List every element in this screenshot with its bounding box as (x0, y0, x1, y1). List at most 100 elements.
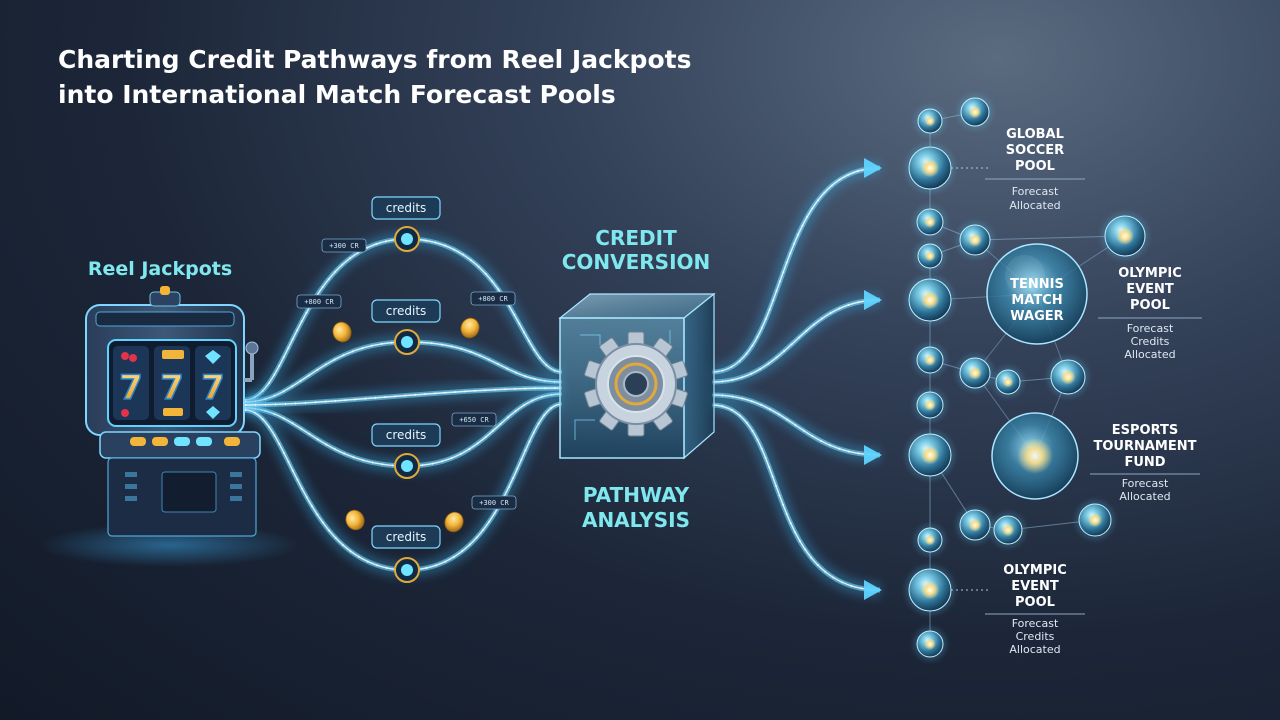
pool-title-line: EVENT (1126, 282, 1174, 297)
coins (332, 317, 480, 533)
center-top-line-1: CREDIT (595, 226, 677, 250)
orb-icon (913, 388, 947, 422)
orb-icon (914, 240, 946, 272)
reel-symbol-1: 7 (119, 368, 143, 408)
arrowhead-icon (864, 290, 882, 310)
center-bottom-line-1: PATHWAY (583, 483, 690, 507)
amount-tag-label: +300 CR (479, 499, 509, 507)
credit-chip-1: credits (371, 196, 441, 220)
pool-sub-line: Allocated (1119, 490, 1170, 503)
pool-title-line: TOURNAMENT (1094, 439, 1197, 454)
credit-stream (711, 398, 881, 597)
orb-icon (914, 524, 946, 556)
amount-tag-2: +800 CR (296, 294, 342, 309)
pool-sub-line: Forecast (1127, 322, 1174, 335)
amount-tag-4: +650 CR (451, 412, 497, 427)
pool-label-esports-tournament: ESPORTS TOURNAMENT FUND Forecast Allocat… (1090, 423, 1200, 503)
pool-title-line: POOL (1015, 595, 1055, 610)
pool-title-line: SOCCER (1006, 143, 1064, 158)
stream-spark-nodes (394, 226, 420, 583)
pool-sub-line: Credits (1131, 335, 1170, 348)
arrowhead-icon (864, 580, 882, 600)
spark-node-icon (394, 453, 420, 479)
amount-tag-label: +800 CR (304, 298, 334, 306)
credit-stream (711, 161, 881, 379)
pool-title-line: FUND (1124, 455, 1165, 470)
orb-icon (956, 221, 994, 259)
pool-title-line: ESPORTS (1112, 423, 1178, 438)
reel-jackpots-source: 7 7 7 Reel Jackpots (40, 258, 300, 567)
credit-chip-label: credits (386, 530, 427, 544)
pool-label-olympic-event-1: OLYMPIC EVENT POOL Forecast Credits Allo… (1098, 266, 1202, 361)
credit-chip-label: credits (386, 304, 427, 318)
spark-node-icon (394, 226, 420, 252)
pool-sub-line: Allocated (1124, 348, 1175, 361)
orb-icon (905, 565, 955, 615)
reel-symbol-2: 7 (160, 368, 184, 408)
slot-machine-icon: 7 7 7 (85, 286, 261, 537)
credit-chip-2: credits (371, 299, 441, 323)
credit-stream (711, 293, 881, 389)
pool-title-line: OLYMPIC (1118, 266, 1182, 281)
spark-node-icon (394, 329, 420, 355)
credit-conversion-cube (558, 292, 716, 460)
coin-icon (345, 509, 365, 531)
gear-icon (584, 331, 688, 437)
orb-icon (1101, 212, 1149, 260)
pool-title-line: MATCH (1011, 293, 1062, 308)
pool-title-line: GLOBAL (1006, 127, 1064, 142)
pool-label-global-soccer: GLOBAL SOCCER POOL Forecast Allocated (985, 127, 1085, 212)
pool-title-line: OLYMPIC (1003, 563, 1067, 578)
pool-title-line: TENNIS (1010, 277, 1064, 292)
orb-icon (956, 354, 994, 392)
orb-icon (992, 366, 1024, 398)
page-title-line-2: into International Match Forecast Pools (58, 80, 616, 109)
credit-stream (711, 388, 881, 462)
amount-tag-label: +300 CR (329, 242, 359, 250)
orb-icon (956, 506, 994, 544)
amount-tag-1: +300 CR (321, 238, 367, 253)
arrowhead-icon (864, 445, 882, 465)
tennis-match-orb (986, 243, 1088, 345)
credit-amount-tags: +300 CR +800 CR +800 CR +650 CR +300 CR (296, 238, 517, 510)
amount-tag-3: +800 CR (470, 291, 516, 306)
pool-sub-line: Forecast (1012, 185, 1059, 198)
pool-title-line: POOL (1130, 298, 1170, 313)
orb-icon (913, 343, 947, 377)
pool-title-line: POOL (1015, 159, 1055, 174)
coin-icon (460, 317, 480, 339)
orb-icon (957, 94, 993, 130)
orb-icon (905, 430, 955, 480)
pool-label-tennis-match: TENNIS MATCH WAGER (1010, 277, 1064, 324)
pool-sub-line: Allocated (1009, 199, 1060, 212)
pool-sub-line: Credits (1016, 630, 1055, 643)
pool-orbs (905, 94, 1149, 661)
orb-icon (905, 275, 955, 325)
stream-arrowheads (864, 158, 882, 600)
reel-symbol-3: 7 (201, 368, 225, 408)
pool-title-line: EVENT (1011, 579, 1059, 594)
center-top-line-2: CONVERSION (562, 250, 711, 274)
network-link (974, 235, 1126, 241)
page-title-line-1: Charting Credit Pathways from Reel Jackp… (58, 45, 692, 74)
amount-tag-label: +650 CR (459, 416, 489, 424)
spark-node-icon (394, 557, 420, 583)
orb-icon (1075, 500, 1115, 540)
pool-title-line: WAGER (1010, 309, 1063, 324)
pool-sub-line: Allocated (1009, 643, 1060, 656)
orb-icon (990, 512, 1026, 548)
pool-sub-line: Forecast (1122, 477, 1169, 490)
credit-chip-label: credits (386, 201, 427, 215)
amount-tag-5: +300 CR (471, 495, 517, 510)
credit-chip-label: credits (386, 428, 427, 442)
pool-sub-line: Forecast (1012, 617, 1059, 630)
page-title: Charting Credit Pathways from Reel Jackp… (58, 42, 691, 112)
credit-chip-4: credits (371, 525, 441, 549)
orb-icon (913, 627, 947, 661)
pool-label-olympic-event-2: OLYMPIC EVENT POOL Forecast Credits Allo… (985, 563, 1085, 656)
esports-fund-orb (991, 412, 1079, 500)
orb-icon (1047, 356, 1089, 398)
center-bottom-line-2: ANALYSIS (582, 508, 690, 532)
orb-icon (913, 205, 947, 239)
